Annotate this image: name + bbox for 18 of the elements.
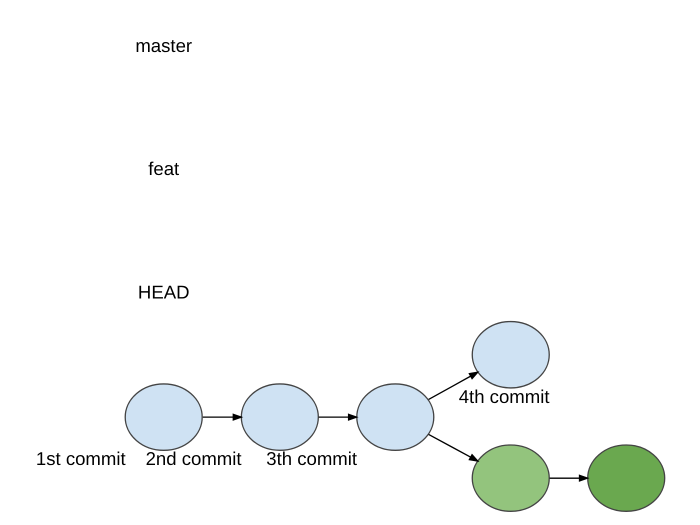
node-label: 3th commit: [266, 448, 357, 470]
node-circle: [240, 383, 318, 451]
node-circle: [124, 383, 202, 451]
node-circle: [356, 383, 434, 451]
node-circle: [471, 320, 550, 389]
node-circle: [586, 444, 665, 512]
label: feat: [148, 158, 179, 180]
arrow: [202, 413, 243, 421]
arrow: [428, 434, 479, 462]
label: master: [134, 34, 192, 56]
node-label: 1st commit: [35, 448, 126, 470]
label: HEAD: [137, 282, 189, 303]
node-label: 2nd commit: [145, 448, 242, 470]
arrow: [318, 413, 358, 421]
node-circle: [471, 444, 550, 512]
node-label: 4th commit: [458, 386, 550, 407]
arrow: [428, 371, 479, 400]
arrow: [549, 474, 589, 482]
